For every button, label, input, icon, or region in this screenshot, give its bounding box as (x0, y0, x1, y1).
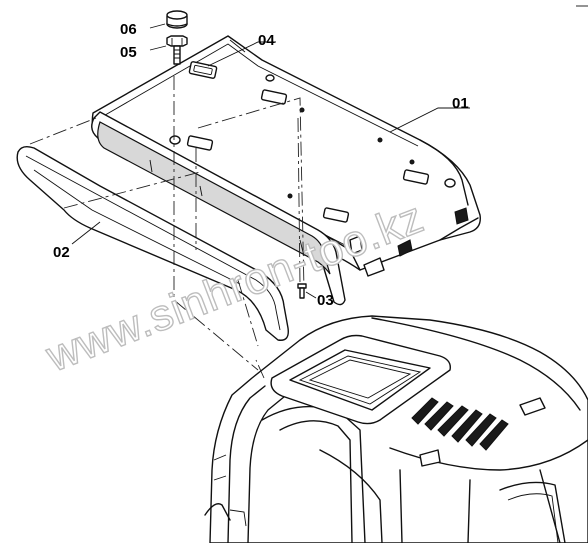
assembly-lines (29, 76, 305, 379)
leader-lines (71, 23, 470, 299)
side-cover-panel (16, 145, 289, 341)
callout-01: 01 (452, 95, 469, 112)
callout-04: 04 (258, 32, 275, 49)
callout-02: 02 (53, 244, 70, 261)
seal-strip (91, 111, 346, 306)
cab-assembly (204, 315, 588, 543)
callout-05: 05 (120, 44, 137, 61)
screw-03 (297, 283, 307, 299)
cap-06 (166, 10, 188, 29)
bolt-05 (166, 35, 188, 65)
callout-06: 06 (120, 21, 137, 38)
roof-vent-slots (411, 397, 509, 451)
callout-03: 03 (317, 292, 334, 309)
